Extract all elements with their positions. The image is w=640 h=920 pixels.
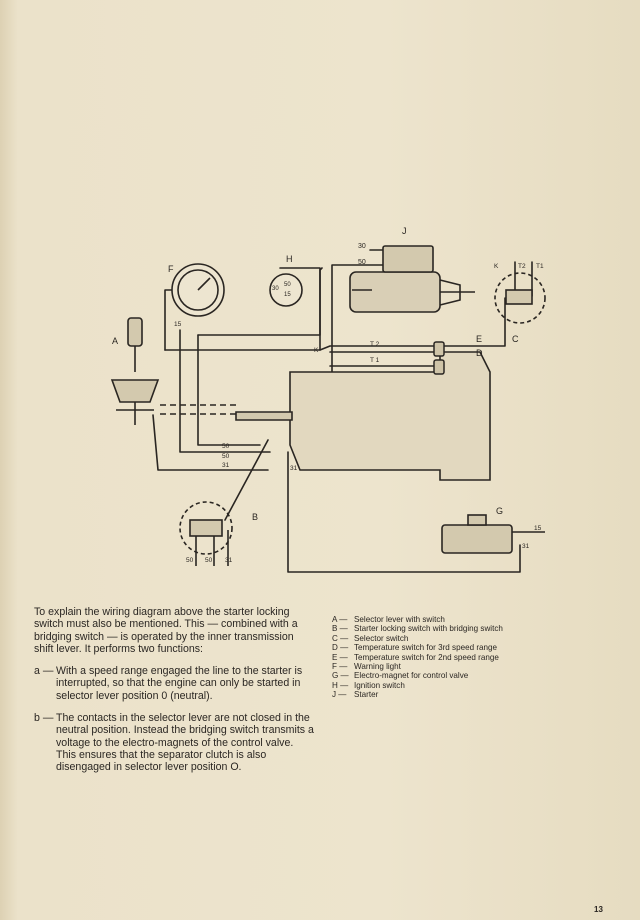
legend-text: Selector switch [354, 633, 409, 643]
function-marker: a — [34, 665, 54, 678]
legend-row: J — Starter [332, 690, 562, 699]
label-31-valve: 31 [522, 543, 530, 550]
legend-row: H — Ignition switch [332, 681, 562, 690]
label-50-b: 50 [222, 453, 230, 460]
warning-light-F [171, 263, 225, 317]
legend-key: G — [332, 671, 349, 681]
label-30-starter: 30 [358, 243, 366, 250]
function-text: The contacts in the selector lever are n… [56, 712, 314, 774]
function-text: With a speed range engaged the line to t… [56, 665, 303, 702]
label-50-a: 50 [222, 443, 230, 450]
label-C: C [512, 334, 519, 344]
legend-row: G — Electro-magnet for control valve [332, 671, 562, 680]
wire-bridging [224, 439, 269, 521]
legend-key: B — [332, 624, 348, 634]
wire-ign [197, 267, 321, 336]
legend-row: F — Warning light [332, 662, 562, 671]
legend-key: H — [332, 680, 349, 690]
wire-31-valve [287, 451, 521, 573]
legend-row: C — Selector switch [332, 634, 562, 643]
label-T1-mid: T 1 [370, 357, 380, 364]
label-31-b: 31 [290, 465, 298, 472]
label-50-ign: 50 [284, 282, 291, 288]
wire-15-light [164, 289, 173, 351]
label-30-ign: 30 [272, 286, 279, 292]
ignition-switch-H [269, 273, 303, 307]
legend-row: D — Temperature switch for 3rd speed rang… [332, 643, 562, 652]
label-A: A [112, 336, 118, 346]
legend-row: E — Temperature switch for 2nd speed rang… [332, 653, 562, 662]
legend-key: F — [332, 662, 348, 672]
legend-text: Temperature switch for 2nd speed range [354, 652, 499, 662]
temp-switches-D-E [433, 341, 445, 375]
label-K-top: K [494, 263, 499, 270]
legend-key: E — [332, 652, 348, 662]
starter-J [349, 245, 475, 313]
label-H: H [286, 254, 293, 264]
function-item-b: b — The contacts in the selector lever a… [34, 712, 316, 773]
legend-key: D — [332, 643, 349, 653]
label-E: E [476, 334, 482, 344]
selector-switch-C [494, 272, 546, 324]
label-50-c: 50 [186, 557, 194, 564]
wire-31-ground [152, 414, 269, 471]
label-15-valve: 15 [534, 525, 542, 532]
wire-31-loop [179, 329, 271, 453]
label-50-d: 50 [205, 557, 213, 564]
label-31-c: 31 [225, 557, 233, 564]
page-number: 13 [594, 905, 603, 914]
legend-key: A — [332, 615, 348, 624]
label-J: J [402, 226, 407, 236]
wire-50 [331, 264, 401, 373]
legend-text: Ignition switch [354, 680, 405, 690]
function-item-a: a — With a speed range engaged the line … [34, 665, 316, 702]
legend-row: B — Starter locking switch with bridging … [332, 624, 562, 633]
label-T2-top: T2 [518, 263, 526, 270]
label-D: D [476, 348, 483, 358]
label-T1-top: T1 [536, 263, 544, 270]
legend-text: Warning light [354, 662, 401, 672]
legend-text: Electro-magnet for control valve [354, 671, 469, 681]
component-legend: A — Selector lever with switch B — Starter… [332, 615, 562, 700]
wire-50-loop [197, 334, 261, 446]
label-15-light: 15 [174, 321, 182, 328]
label-31-a: 31 [222, 462, 230, 469]
legend-row: A — Selector lever with switch [332, 615, 562, 624]
control-valve-G [441, 514, 545, 554]
wiring-diagram: J 30 50 H F 15 30 50 15 K T2 T1 C A K T … [110, 226, 546, 573]
legend-key: J — [332, 690, 347, 700]
label-F: F [168, 264, 174, 274]
starter-locking-switch-B [179, 501, 233, 566]
label-K-mid: K [314, 347, 319, 354]
explanation-text: To explain the wiring diagram above the … [34, 606, 316, 784]
label-T2-mid: T 2 [370, 341, 380, 348]
intro-paragraph: To explain the wiring diagram above the … [34, 606, 298, 655]
wire-selector-k [319, 297, 506, 351]
legend-text: Temperature switch for 3rd speed range [354, 643, 498, 653]
legend-text: Starter locking switch with bridging swi… [354, 624, 503, 634]
label-50-starter: 50 [358, 259, 366, 266]
label-G: G [496, 506, 503, 516]
legend-text: Starter [354, 690, 379, 700]
legend-text: Selector lever with switch [354, 615, 445, 624]
label-B: B [252, 512, 258, 522]
function-marker: b — [34, 712, 54, 725]
legend-key: C — [332, 633, 349, 643]
selector-lever-A [110, 317, 160, 425]
label-15-ign: 15 [284, 292, 291, 298]
transmission-housing [160, 351, 491, 481]
